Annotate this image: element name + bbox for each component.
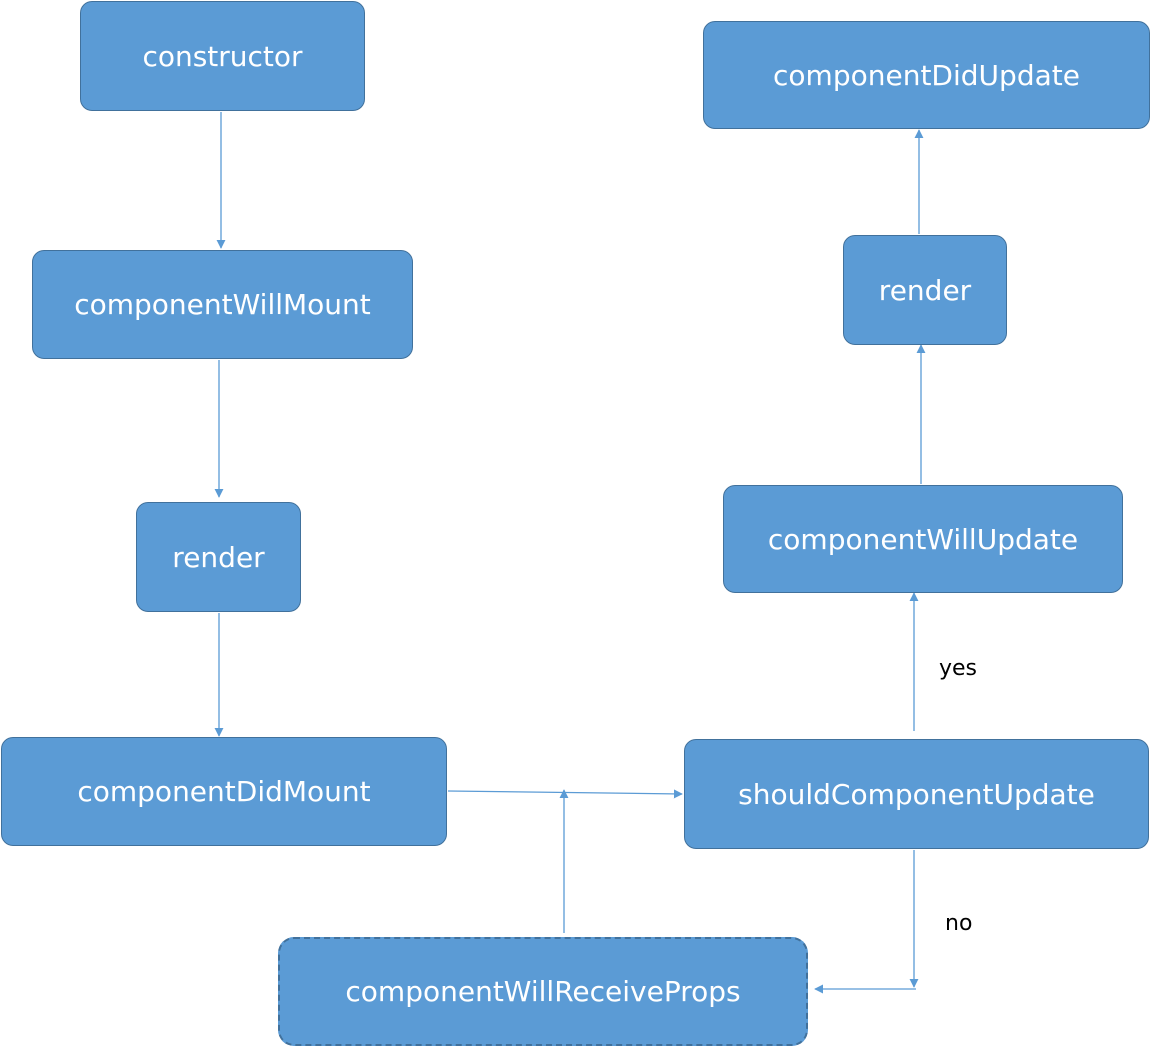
node-shouldcomponentupdate-label: shouldComponentUpdate: [738, 777, 1095, 811]
edge-label-yes: yes: [939, 656, 978, 681]
node-componentdidupdate: componentDidUpdate: [703, 21, 1150, 129]
node-shouldcomponentupdate: shouldComponentUpdate: [684, 739, 1149, 849]
node-render-mount: render: [136, 502, 301, 612]
node-render-update: render: [843, 235, 1007, 345]
node-constructor: constructor: [80, 1, 365, 111]
node-componentdidmount: componentDidMount: [1, 737, 447, 846]
edge-componentdidmount-to-shouldcomponentupdate: [447, 789, 683, 799]
node-componentwillupdate-label: componentWillUpdate: [767, 522, 1079, 556]
edge-label-no: no: [945, 911, 973, 936]
node-componentdidmount-label: componentDidMount: [77, 775, 371, 808]
node-componentwillreceiveprops: componentWillReceiveProps: [278, 937, 808, 1046]
node-componentwillreceiveprops-label: componentWillReceiveProps: [345, 975, 741, 1008]
node-render-mount-label: render: [172, 540, 265, 574]
node-componentwillmount-label: componentWillMount: [74, 288, 371, 321]
node-componentdidupdate-label: componentDidUpdate: [773, 58, 1080, 92]
node-constructor-label: constructor: [142, 39, 303, 73]
node-componentwillupdate: componentWillUpdate: [723, 485, 1123, 593]
node-render-update-label: render: [878, 273, 972, 307]
node-componentwillmount: componentWillMount: [32, 250, 413, 359]
